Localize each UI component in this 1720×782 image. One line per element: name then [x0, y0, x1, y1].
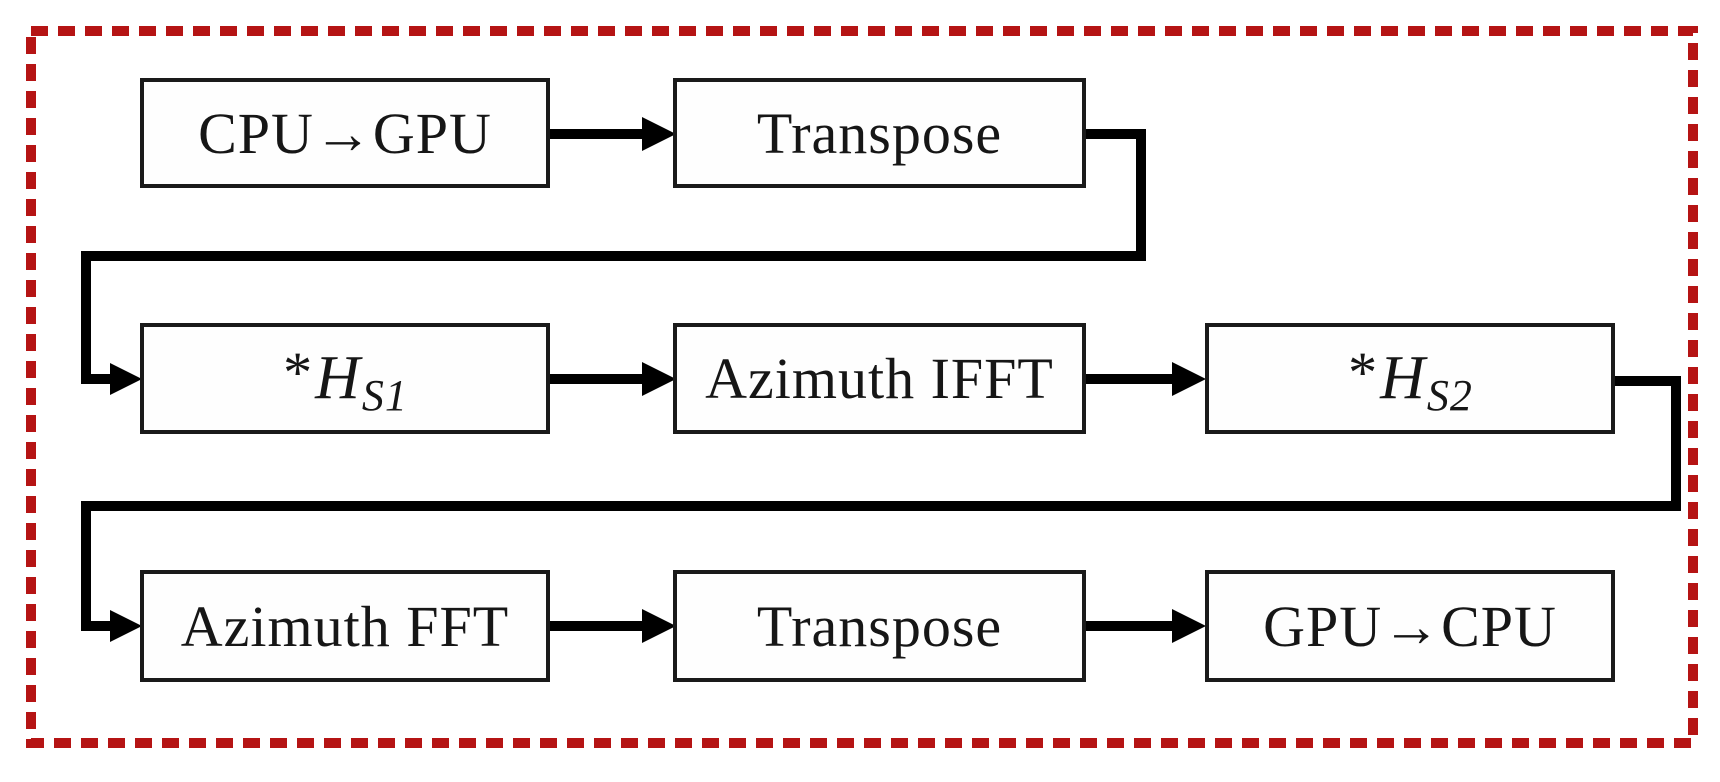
node-azimuth-ifft: Azimuth IFFT [673, 323, 1086, 434]
node-transpose-2: Transpose [673, 570, 1086, 682]
arrow-azimuth-fft-to-transpose-2 [550, 609, 676, 643]
node-label: Azimuth IFFT [705, 346, 1054, 411]
arrow-transpose-2-to-gpu-to-cpu [1086, 609, 1206, 643]
node-transpose-1: Transpose [673, 78, 1086, 188]
node-cpu-to-gpu: CPU→GPU [140, 78, 550, 188]
node-label: Transpose [756, 100, 1003, 166]
asterisk-prefix: * [1348, 340, 1379, 405]
connector-transpose-1-to-h-s1 [81, 129, 1146, 395]
connector-h-s2-to-azimuth-fft [81, 376, 1681, 642]
node-gpu-to-cpu: GPU→CPU [1205, 570, 1615, 682]
node-label: Azimuth FFT [180, 593, 510, 659]
h-symbol: H [1380, 344, 1426, 412]
node-label: GPU→CPU [1263, 593, 1557, 659]
node-azimuth-fft: Azimuth FFT [140, 570, 550, 682]
arrow-h-s1-to-azimuth-ifft [550, 362, 676, 396]
h-subscript: S2 [1426, 371, 1473, 420]
node-label: Transpose [756, 593, 1003, 659]
asterisk-prefix: * [283, 340, 314, 405]
arrow-cpu-to-gpu-to-transpose-1 [550, 117, 676, 151]
h-symbol: H [315, 344, 361, 412]
h-subscript: S1 [361, 371, 408, 420]
arrow-azimuth-ifft-to-h-s2 [1086, 362, 1206, 396]
node-label: CPU→GPU [198, 100, 492, 166]
